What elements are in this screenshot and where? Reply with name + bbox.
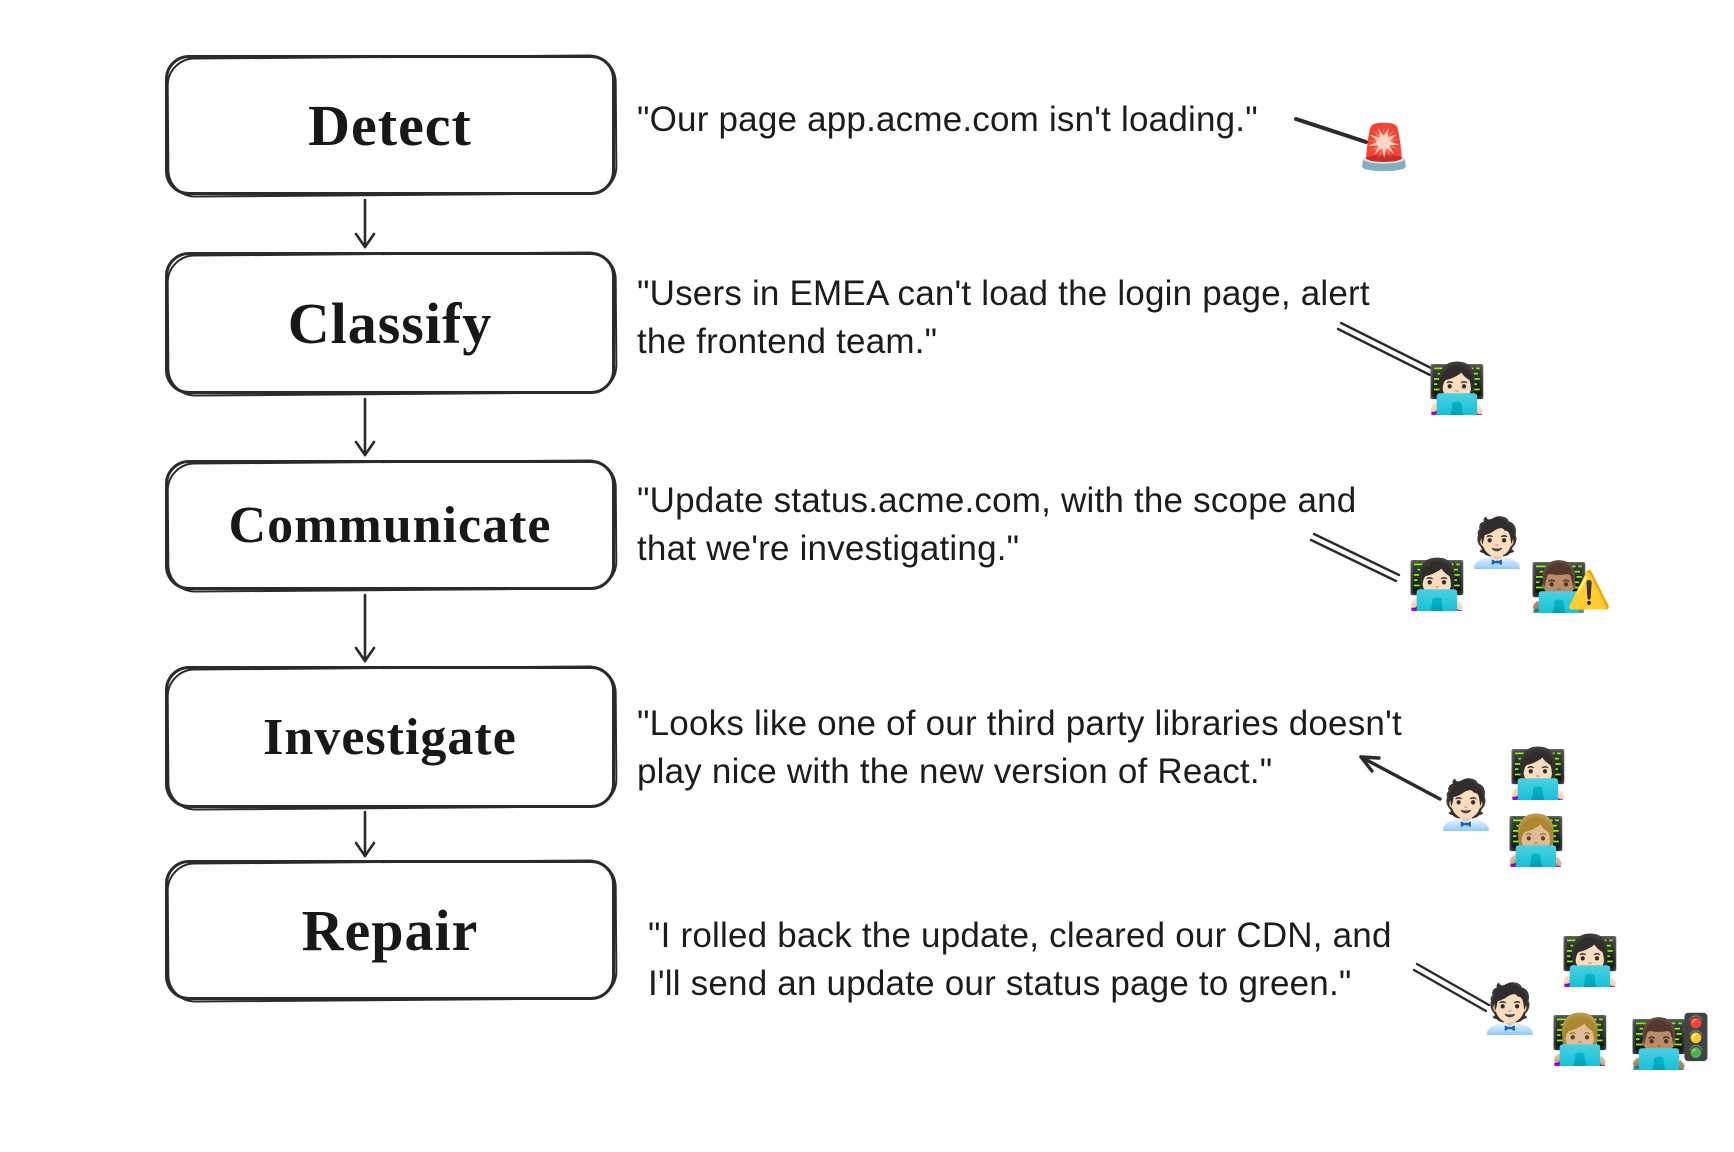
flow-step-box-investigate: Investigate [165,666,615,808]
quote-repair: "I rolled back the update, cleared our C… [648,912,1392,1008]
step-label-classify: Classify [287,290,493,356]
quote-line: "Our page app.acme.com isn't loading." [637,100,1258,139]
woman-technologist-icon: 👩🏻‍💻 [1508,748,1568,801]
step-label-detect: Detect [308,92,472,158]
connector-detect-siren [1294,117,1368,144]
blonde-woman-technologist-icon: 👩🏼‍💻 [1506,815,1566,868]
quote-line: the frontend team." [637,322,938,361]
man-technologist-icon: 👨🏽‍💻 [1629,1018,1689,1071]
quote-detect: "Our page app.acme.com isn't loading." [637,96,1258,144]
traffic-light-icon: 🚦 [1668,1013,1724,1062]
office-worker-icon: 🧑🏻‍💼 [1480,983,1540,1036]
step-label-investigate: Investigate [263,708,517,766]
flow-step-box-detect: Detect [165,55,615,195]
quote-line: "Looks like one of our third party libra… [637,704,1402,743]
office-worker-icon: 🧑🏻‍💼 [1436,779,1496,832]
quote-line: I'll send an update our status page to g… [648,964,1352,1003]
flow-arrow-investigate-repair [354,810,376,858]
flow-arrow-communicate-investigate [354,593,376,663]
step-label-communicate: Communicate [228,496,552,554]
man-technologist-icon: 👨🏽‍💻 [1529,561,1589,614]
quote-line: that we're investigating." [637,529,1020,568]
quote-line: "Update status.acme.com, with the scope … [637,481,1357,520]
woman-technologist-icon: 👩🏻‍💻 [1427,363,1487,416]
flow-step-box-repair: Repair [165,860,615,1000]
office-worker-icon: 🧑🏻‍💼 [1467,517,1527,570]
warning-icon: ⚠️ [1566,569,1612,610]
connector-repair [1412,962,1491,1013]
flow-step-box-communicate: Communicate [165,460,615,590]
quote-communicate: "Update status.acme.com, with the scope … [637,477,1356,573]
quote-line: "Users in EMEA can't load the login page… [637,274,1370,313]
quote-investigate: "Looks like one of our third party libra… [637,700,1402,796]
quote-classify: "Users in EMEA can't load the login page… [637,270,1370,366]
woman-technologist-icon: 👩🏻‍💻 [1407,559,1467,612]
flow-arrow-classify-communicate [354,397,376,457]
woman-technologist-icon: 👩🏻‍💻 [1560,935,1620,988]
flow-arrow-detect-classify [354,198,376,249]
flow-step-box-classify: Classify [165,252,615,394]
blonde-woman-technologist-icon: 👩🏼‍💻 [1550,1014,1610,1067]
quote-line: play nice with the new version of React.… [637,752,1273,791]
step-label-repair: Repair [301,897,479,963]
quote-line: "I rolled back the update, cleared our C… [648,916,1392,955]
police-light-siren-icon: 🚨 [1356,123,1412,172]
